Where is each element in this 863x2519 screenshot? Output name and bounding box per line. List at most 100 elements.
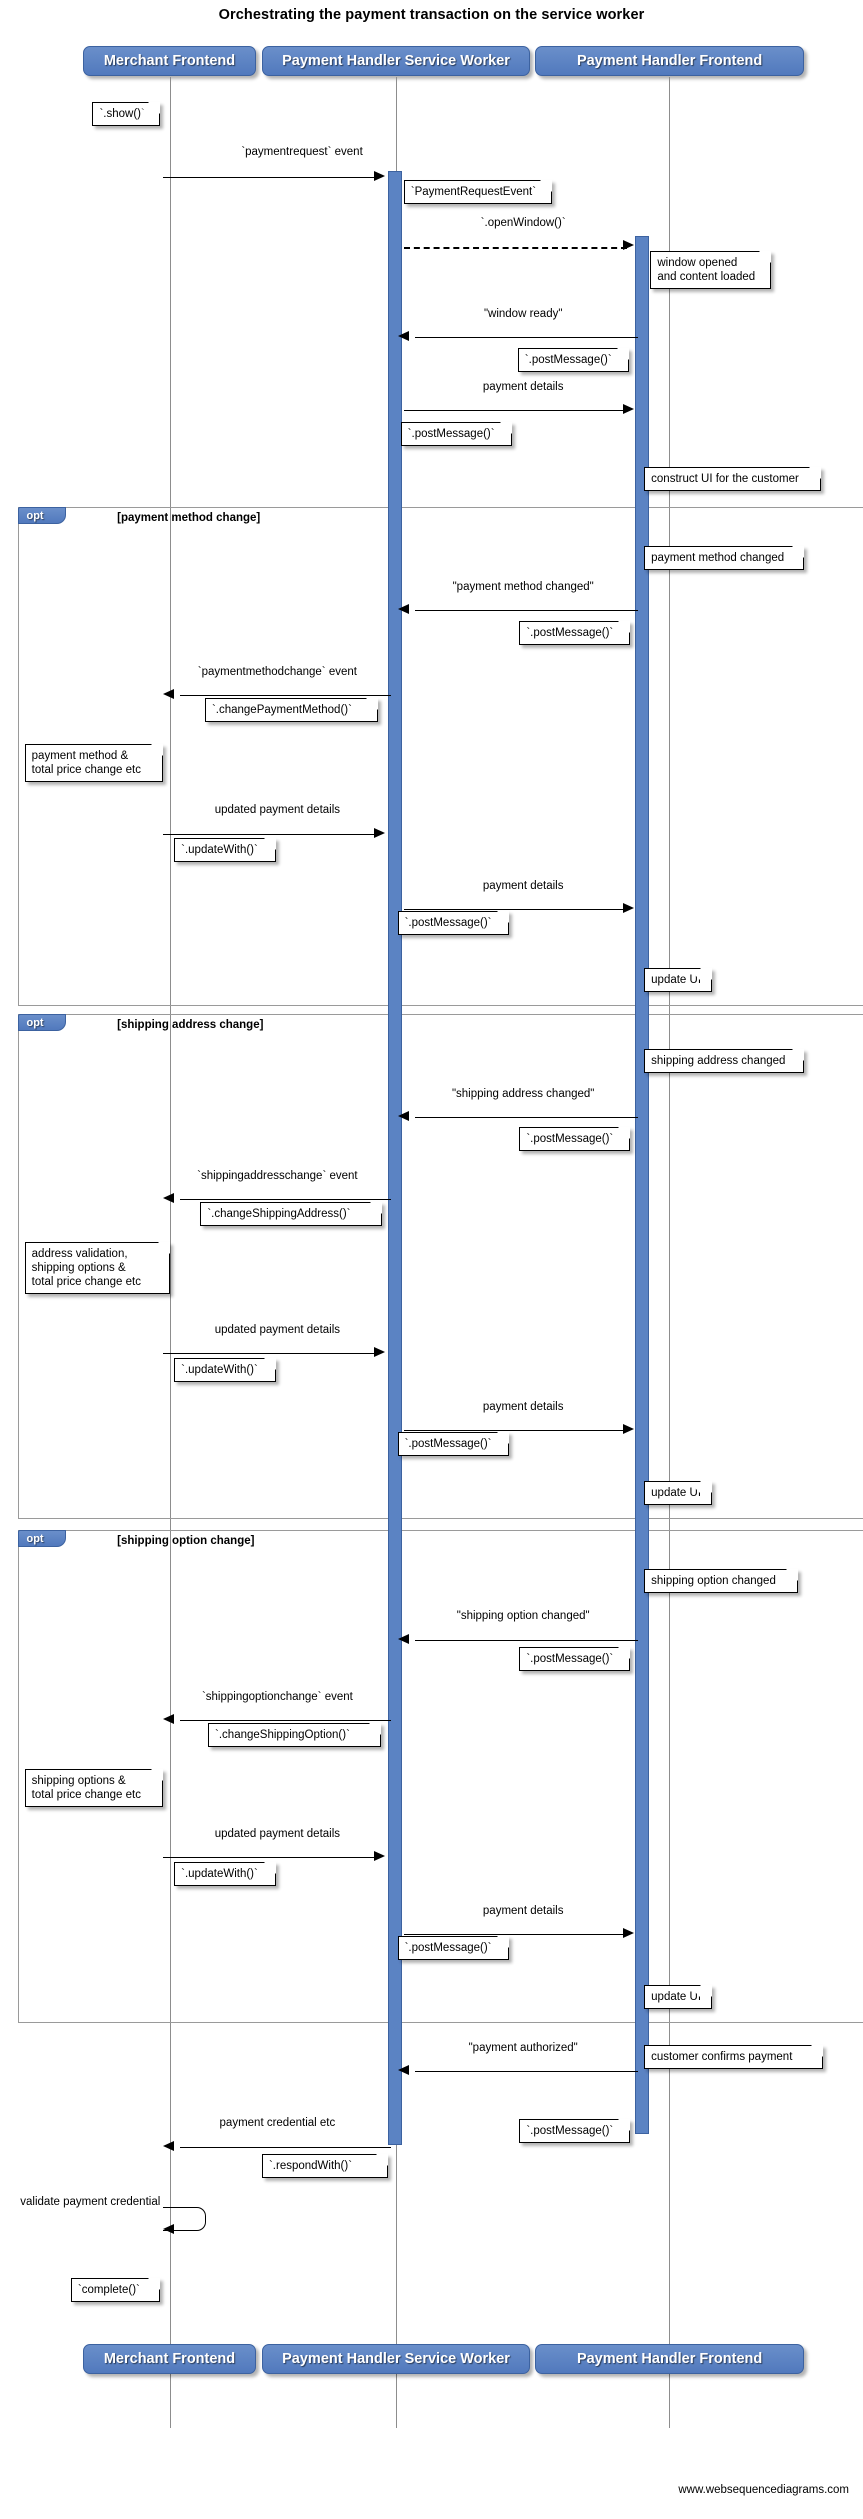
arrowhead-shippingoptionchange-event bbox=[163, 1713, 175, 1724]
note-text: `.updateWith()` bbox=[181, 1867, 258, 1880]
note-paymentrequestevent: `PaymentRequestEvent` bbox=[403, 180, 552, 205]
page-title: Orchestrating the payment transaction on… bbox=[218, 7, 645, 23]
arrowhead-updated-payment-details-3 bbox=[374, 1850, 386, 1861]
message-line-updated-payment-details-3 bbox=[163, 1856, 375, 1858]
note-text: `.changeShippingAddress()` bbox=[207, 1208, 351, 1221]
fragment-opt-payment-method bbox=[18, 507, 863, 1007]
message-label-payment-credential: payment credential etc bbox=[219, 2117, 336, 2130]
message-line-payment-details-a bbox=[403, 409, 628, 411]
message-line-shippingaddresschange-event bbox=[180, 1198, 392, 1200]
message-label-payment-details-b: payment details bbox=[482, 879, 564, 892]
arrowhead-shippingaddresschange-event bbox=[163, 1192, 175, 1203]
note-updatewith-1: `.updateWith()` bbox=[174, 838, 276, 863]
note-text: `.respondWith()` bbox=[268, 2160, 353, 2173]
note-respondwith: `.respondWith()` bbox=[261, 2154, 389, 2179]
message-line-openwindow bbox=[403, 246, 628, 249]
note-updatewith-b: `.updateWith()` bbox=[174, 1357, 276, 1382]
note-text: `.postMessage()` bbox=[404, 1941, 492, 1954]
fragment-opt-shipping-address bbox=[18, 1014, 863, 1520]
note-update-ui-1: update UI bbox=[644, 967, 712, 992]
note-postmessage-8: `.postMessage()` bbox=[397, 1935, 509, 1960]
arrowhead-payment-details-c bbox=[622, 1423, 634, 1434]
message-label-shippingaddresschange-event: `shippingaddresschange` event bbox=[197, 1169, 358, 1182]
note-postmessage-7: `.postMessage()` bbox=[519, 1647, 631, 1672]
note-text: `.updateWith()` bbox=[181, 844, 258, 857]
note-text: `.changeShippingOption()` bbox=[215, 1728, 350, 1741]
message-line-payment-details-d bbox=[403, 1934, 628, 1936]
note-text: update UI bbox=[651, 973, 702, 986]
arrowhead-payment-details-d bbox=[622, 1927, 634, 1938]
arrowhead-shipping-address-changed bbox=[397, 1111, 409, 1122]
message-label-payment-method-changed: "payment method changed" bbox=[452, 580, 594, 593]
actor-label: Merchant Frontend bbox=[103, 53, 236, 70]
message-label-updated-payment-details-3: updated payment details bbox=[214, 1827, 341, 1840]
note-payment-method-changed: payment method changed bbox=[644, 545, 805, 570]
message-line-payment-credential bbox=[180, 2146, 392, 2148]
note-text: `.postMessage()` bbox=[404, 1437, 492, 1450]
note-updatewith-c: `.updateWith()` bbox=[174, 1861, 276, 1886]
note-text: `complete()` bbox=[77, 2283, 140, 2296]
fragment-kind-label: opt bbox=[26, 1016, 44, 1029]
note-text: `.postMessage()` bbox=[526, 1132, 614, 1145]
fragment-condition-shipping-option: [shipping option change] bbox=[117, 1534, 255, 1547]
message-label-openwindow: `.openWindow()` bbox=[480, 217, 566, 230]
message-line-paymentmethodchange-event bbox=[180, 695, 392, 697]
actor-footer-service-worker[interactable]: Payment Handler Service Worker bbox=[261, 2343, 531, 2374]
message-label-payment-details-c: payment details bbox=[482, 1400, 564, 1413]
message-line-paymentrequest bbox=[163, 177, 380, 179]
fragment-kind-label: opt bbox=[26, 509, 44, 522]
note-shipping-address-changed: shipping address changed bbox=[644, 1049, 805, 1074]
arrowhead-window-ready bbox=[397, 331, 409, 342]
note-text: `.show()` bbox=[99, 107, 145, 120]
message-label-payment-details-d: payment details bbox=[482, 1904, 564, 1917]
note-postmessage-2: `.postMessage()` bbox=[400, 422, 512, 447]
note-text: `.postMessage()` bbox=[526, 1653, 614, 1666]
note-text: `.postMessage()` bbox=[407, 428, 495, 441]
message-label-payment-authorized: "payment authorized" bbox=[468, 2041, 578, 2054]
note-changepaymentmethod: `.changePaymentMethod()` bbox=[204, 698, 378, 723]
note-shipping-option-changed: shipping option changed bbox=[644, 1568, 799, 1593]
message-line-shipping-address-changed bbox=[414, 1117, 638, 1119]
message-label-shipping-option-changed: "shipping option changed" bbox=[456, 1610, 590, 1623]
note-address-validation: address validation, shipping options & t… bbox=[24, 1242, 170, 1295]
fragment-condition-shipping-address: [shipping address change] bbox=[117, 1018, 264, 1031]
credit-watermark: www.websequencediagrams.com bbox=[678, 2484, 849, 2496]
message-line-payment-authorized bbox=[414, 2071, 638, 2073]
note-payment-method-price: payment method & total price change etc bbox=[24, 744, 164, 783]
activation-service-worker bbox=[388, 171, 403, 2146]
note-text: customer confirms payment bbox=[651, 2051, 793, 2063]
note-postmessage-1: `.postMessage()` bbox=[517, 348, 629, 373]
message-label-shippingoptionchange-event: `shippingoptionchange` event bbox=[201, 1690, 353, 1703]
message-label-validate-credential: validate payment credential bbox=[20, 2196, 161, 2209]
note-text: update UI bbox=[651, 1486, 702, 1499]
note-text: `.postMessage()` bbox=[526, 2124, 614, 2137]
message-line-updated-payment-details-2 bbox=[163, 1353, 375, 1355]
note-text: payment method changed bbox=[651, 551, 785, 564]
arrowhead-paymentmethodchange-event bbox=[163, 688, 175, 699]
self-message-validate-credential bbox=[163, 2206, 207, 2232]
note-update-ui-3: update UI bbox=[644, 1984, 712, 2009]
actor-footer-frontend[interactable]: Payment Handler Frontend bbox=[534, 2343, 805, 2374]
arrowhead-payment-credential bbox=[163, 2140, 175, 2151]
note-text: window opened and content loaded bbox=[657, 257, 756, 284]
message-line-payment-details-c bbox=[403, 1430, 628, 1432]
note-text: shipping options & total price change et… bbox=[31, 1775, 141, 1802]
message-line-payment-details-b bbox=[403, 909, 628, 911]
message-line-window-ready bbox=[414, 337, 638, 339]
arrowhead-updated-payment-details-1 bbox=[374, 827, 386, 838]
actor-footer-merchant[interactable]: Merchant Frontend bbox=[83, 2343, 256, 2374]
note-show: `.show()` bbox=[92, 101, 161, 126]
note-update-ui-2: update UI bbox=[644, 1480, 712, 1505]
actor-header-service-worker[interactable]: Payment Handler Service Worker bbox=[261, 46, 531, 77]
message-line-payment-method-changed bbox=[414, 610, 638, 612]
arrowhead-payment-method-changed bbox=[397, 604, 409, 615]
message-line-shippingoptionchange-event bbox=[180, 1719, 392, 1721]
message-line-shipping-option-changed bbox=[414, 1639, 638, 1641]
note-construct-ui: construct UI for the customer bbox=[644, 466, 822, 491]
arrowhead-paymentrequest bbox=[374, 171, 386, 182]
arrowhead-validate-credential bbox=[163, 2223, 175, 2234]
message-label-updated-payment-details-2: updated payment details bbox=[214, 1323, 341, 1336]
actor-header-frontend[interactable]: Payment Handler Frontend bbox=[534, 46, 805, 77]
actor-header-merchant[interactable]: Merchant Frontend bbox=[83, 46, 256, 77]
arrowhead-payment-authorized bbox=[397, 2065, 409, 2076]
